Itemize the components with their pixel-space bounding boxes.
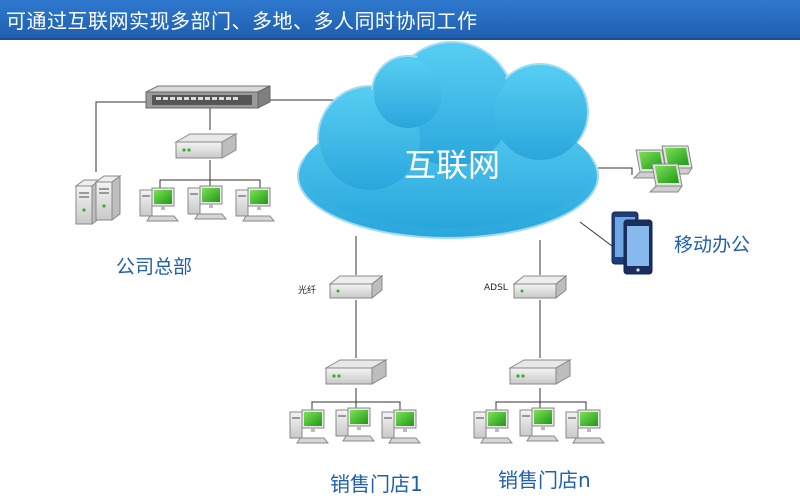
router-icon xyxy=(329,275,383,299)
laptop-icon xyxy=(632,145,693,193)
connection-lines xyxy=(95,99,633,412)
computer-icon xyxy=(335,407,375,442)
computer-icon xyxy=(187,185,227,220)
hq-computers xyxy=(139,185,275,222)
store1-switch-icon xyxy=(325,359,387,385)
page-title: 可通过互联网实现多部门、多地、多人同时协同工作 xyxy=(6,9,478,33)
title-bar: 可通过互联网实现多部门、多地、多人同时协同工作 xyxy=(0,0,800,40)
hq-label: 公司总部 xyxy=(116,256,193,278)
hq-switch-icon xyxy=(175,133,237,159)
computer-icon xyxy=(381,409,421,444)
computer-icon xyxy=(519,407,559,442)
storen-label: 销售门店n xyxy=(498,468,591,492)
computer-icon xyxy=(289,409,329,444)
store1-label: 销售门店1 xyxy=(330,472,423,496)
computer-icon xyxy=(139,187,179,222)
tablet-icon xyxy=(611,211,653,275)
cloud-icon xyxy=(297,41,599,239)
storen-switch-icon xyxy=(509,359,571,385)
storen-computers xyxy=(473,407,605,444)
computer-icon xyxy=(235,187,275,222)
fiber-label: 光纤 xyxy=(298,286,317,296)
computer-icon xyxy=(473,409,513,444)
router-icon xyxy=(513,275,567,299)
mobile-office-label: 移动办公 xyxy=(674,234,751,256)
adsl-label: ADSL xyxy=(484,283,508,293)
server-icon xyxy=(74,175,122,225)
store1-computers xyxy=(289,407,421,444)
internet-label: 互联网 xyxy=(404,146,501,184)
computer-icon xyxy=(565,409,605,444)
core-switch-icon xyxy=(145,85,271,109)
